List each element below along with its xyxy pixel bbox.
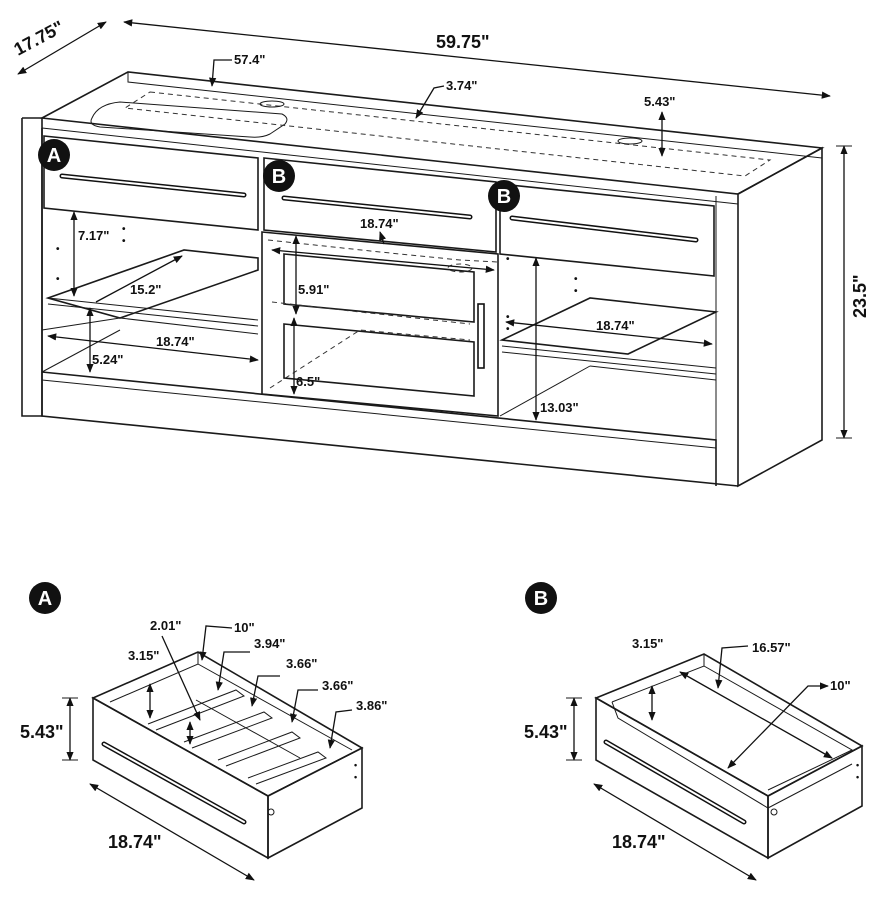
- right-shelf: [499, 297, 719, 355]
- glass-door: [261, 231, 499, 417]
- badge-b-main-right: [488, 180, 520, 212]
- drawer-b-width-label: 18.74": [612, 832, 666, 852]
- drawer-a-height-label: 5.43": [20, 722, 64, 742]
- main-dimension-lines: [17, 19, 852, 439]
- drawer-a-top-rim: [91, 651, 364, 797]
- drawer-b-right-front: [499, 183, 715, 277]
- drawer-a-front: [43, 135, 259, 231]
- drawer-b-top-rim: [594, 653, 864, 797]
- right-opening-height-label: 13.03": [540, 400, 579, 415]
- svg-text:•: •: [56, 244, 60, 255]
- drawer-a-comp-3-label: 3.66": [322, 678, 353, 693]
- svg-text:•: •: [354, 760, 357, 770]
- left-shelf: [45, 249, 259, 319]
- drawer-a-detail: A • • 5.43" 18.74" 3.15" 2.01: [20, 582, 387, 881]
- drawer-b-inner-width-label: 16.57": [752, 640, 791, 655]
- svg-text:•: •: [856, 772, 859, 782]
- door-upper-label: 5.91": [298, 282, 329, 297]
- badge-a-main: [38, 139, 70, 171]
- main-badges: A B B: [38, 139, 520, 212]
- drawer-a-side-panel: [267, 746, 363, 860]
- left-bottom-height-label: 5.24": [92, 352, 123, 367]
- drawer-a-inner-height-label: 3.15": [128, 648, 159, 663]
- drawer-a-comp-2-label: 3.66": [286, 656, 317, 671]
- door-lower-panel: [283, 323, 475, 397]
- right-side-panel: [737, 146, 823, 488]
- svg-text:A: A: [38, 588, 52, 610]
- depth-label: 17.75": [10, 17, 67, 60]
- drawer-a-comp-4-label: 3.86": [356, 698, 387, 713]
- svg-text:•: •: [122, 236, 126, 247]
- drawer-b-height-label: 5.43": [524, 722, 568, 742]
- door-width-label: 18.74": [360, 216, 399, 231]
- left-bottom-width-label: 18.74": [156, 334, 195, 349]
- svg-text:•: •: [506, 312, 510, 323]
- top-rear-height-label: 5.43": [644, 94, 675, 109]
- svg-text:•: •: [574, 274, 578, 285]
- width-label: 59.75": [436, 32, 490, 52]
- door-handle: [477, 303, 485, 369]
- drawer-a-width-label: 18.74": [108, 832, 162, 852]
- drawer-b-detail: B • • 5.43" 18.74" 3.15" 16.57" 10": [524, 582, 864, 881]
- svg-text:•: •: [122, 224, 126, 235]
- svg-text:B: B: [497, 186, 511, 208]
- left-shelf-depth-label: 15.2": [130, 282, 161, 297]
- svg-text:•: •: [574, 286, 578, 297]
- badge-b-detail: [525, 582, 557, 614]
- svg-text:•: •: [56, 274, 60, 285]
- svg-text:B: B: [272, 166, 286, 188]
- height-label: 23.5": [850, 274, 870, 318]
- badge-a-detail: [29, 582, 61, 614]
- svg-text:B: B: [534, 588, 548, 610]
- drawer-b-side-panel: [767, 744, 863, 860]
- door-lower-label: 6.5": [296, 374, 320, 389]
- top-cutout-label: 57.4": [234, 52, 265, 67]
- tv-console: • • • • • • • • •: [21, 71, 825, 488]
- drawer-a-depth-label: 10": [234, 620, 255, 635]
- svg-text:•: •: [856, 760, 859, 770]
- drawer-a-comp-1-label: 3.94": [254, 636, 285, 651]
- svg-text:•: •: [354, 772, 357, 782]
- drawer-b-inner-height-label: 3.15": [632, 636, 663, 651]
- main-labels: 17.75" 59.75" 23.5" 57.4" 3.74" 5.43" 18…: [10, 17, 870, 415]
- drawer-b-depth-label: 10": [830, 678, 851, 693]
- drawer-b-middle-front: [263, 157, 497, 253]
- drawer-a-divider-label: 2.01": [150, 618, 181, 633]
- right-shelf-width-label: 18.74": [596, 318, 635, 333]
- badge-b-main-middle: [263, 160, 295, 192]
- svg-text:•: •: [506, 254, 510, 265]
- top-gap-label: 3.74": [446, 78, 477, 93]
- svg-text:A: A: [47, 145, 61, 167]
- top-cutout: [90, 101, 288, 138]
- svg-text:•: •: [506, 324, 510, 335]
- left-shelf-height-label: 7.17": [78, 228, 109, 243]
